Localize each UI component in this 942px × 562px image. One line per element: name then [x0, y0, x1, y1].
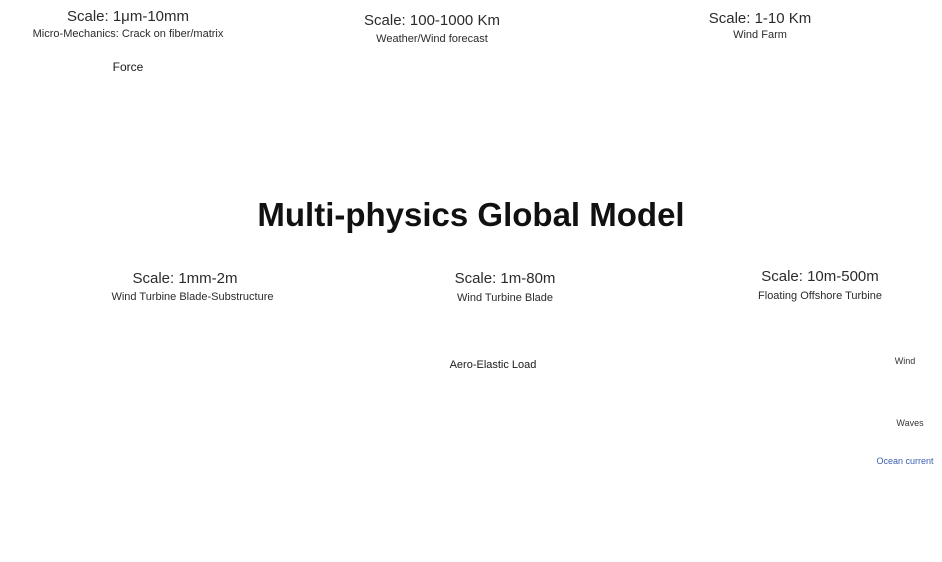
page-title: Multi-physics Global Model — [257, 196, 685, 233]
farm-scale-label: Scale: 1-10 Km — [708, 10, 812, 27]
aero-load-label: Aero-Elastic Load — [449, 359, 537, 371]
farm-turbines — [672, 69, 812, 198]
substructure-zoom-circle — [40, 367, 74, 401]
fiber-dots — [66, 103, 170, 196]
substructure-desc-label: Wind Turbine Blade-Substructure — [111, 291, 274, 303]
weather-zoom-circle — [462, 58, 478, 74]
force-label: Force — [112, 60, 144, 74]
farm-zoom-circle — [715, 169, 745, 199]
weather-desc-label: Weather/Wind forecast — [376, 33, 488, 45]
ocean-current-label: Ocean current — [876, 456, 934, 466]
micro-desc-label: Micro-Mechanics: Crack on fiber/matrix — [32, 28, 224, 40]
wave-arrows — [876, 430, 930, 448]
crack-line — [65, 138, 177, 144]
arrow-substructure-to-micro — [57, 251, 78, 369]
map-colorbar — [546, 68, 553, 154]
micro-scale-label: Scale: 1μm-10mm — [66, 8, 189, 25]
blade-zoom-circle — [395, 411, 425, 441]
floating-zoom-circle — [761, 367, 799, 405]
weather-map-figure — [311, 49, 573, 171]
blade-scale-label: Scale: 1m-80m — [454, 270, 556, 287]
arrow-floating-to-blade — [583, 290, 764, 379]
arrow-blade-to-substructure — [309, 313, 405, 416]
weather-scale-label: Scale: 100-1000 Km — [364, 12, 500, 29]
floating-scale-label: Scale: 10m-500m — [761, 268, 879, 285]
floating-desc-label: Floating Offshore Turbine — [758, 290, 882, 302]
wind-arrows — [878, 368, 930, 394]
current-arrows — [876, 474, 935, 516]
farm-desc-label: Wind Farm — [733, 29, 787, 41]
substructure-scale-label: Scale: 1mm-2m — [132, 270, 238, 287]
wind-label: Wind — [894, 356, 916, 366]
aero-load-arrows — [428, 378, 550, 412]
blade-desc-label: Wind Turbine Blade — [457, 292, 553, 304]
force-arrows-up — [74, 78, 164, 100]
wind-farm-figure — [672, 40, 900, 199]
blade-figure — [379, 378, 651, 521]
waves-label: Waves — [896, 418, 924, 428]
substructure-figure — [40, 354, 324, 506]
